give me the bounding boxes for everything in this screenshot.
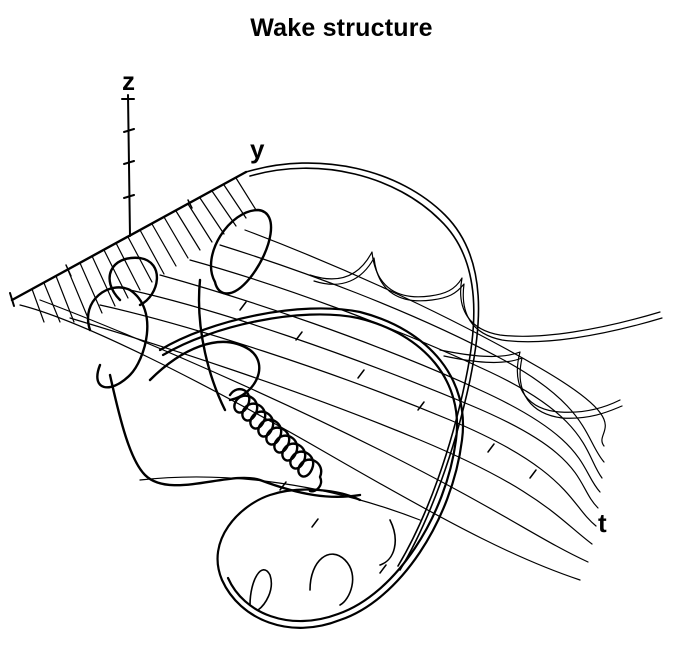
z-axis-label: z — [122, 66, 135, 96]
t-axis-label: t — [598, 508, 607, 538]
z-axis — [122, 95, 134, 236]
trailing-wisps — [250, 520, 395, 610]
streamwise-filaments — [20, 230, 605, 580]
helical-vortex — [230, 389, 321, 491]
y-axis-label: y — [250, 134, 265, 164]
wake-sheet-hatching — [32, 178, 256, 322]
filament-ticks — [240, 302, 536, 573]
